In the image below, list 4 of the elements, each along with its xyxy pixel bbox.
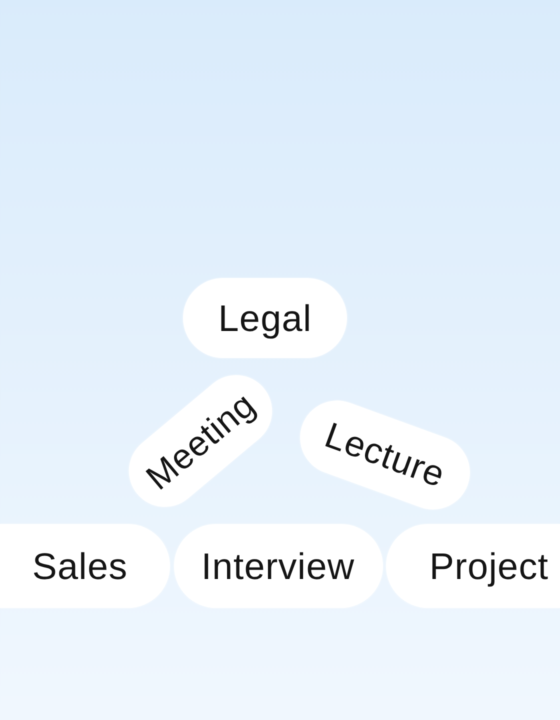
tag-label: Legal: [218, 300, 312, 336]
tag-label: Interview: [201, 548, 355, 584]
tag-label: Sales: [32, 548, 128, 584]
tag-label: Project: [429, 548, 549, 584]
